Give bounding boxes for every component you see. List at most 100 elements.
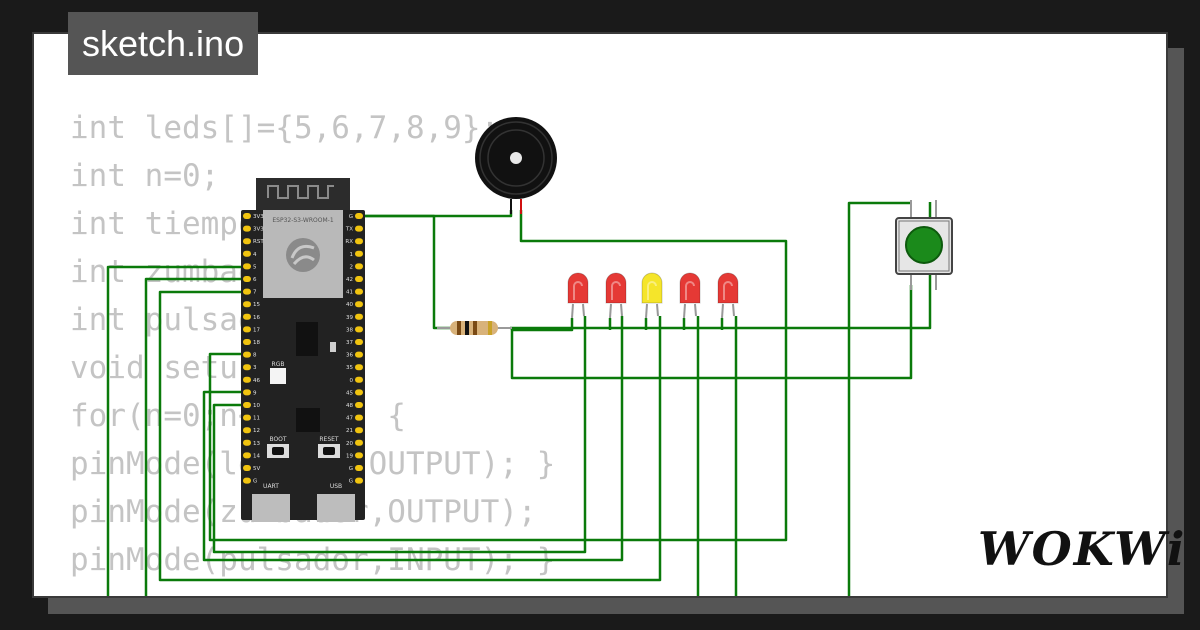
board-pin <box>355 351 363 358</box>
pin-label: 19 <box>346 453 353 459</box>
board-pin <box>355 326 363 333</box>
led[interactable] <box>605 272 627 319</box>
pin-label: 48 <box>346 403 353 409</box>
pin-label: 17 <box>253 327 260 333</box>
pin-label: 42 <box>346 277 353 283</box>
board-pin <box>355 414 363 421</box>
buzzer[interactable] <box>475 117 557 214</box>
board-pin <box>243 301 251 308</box>
wire <box>212 316 587 554</box>
resistor[interactable] <box>437 321 512 335</box>
board-pin <box>355 477 363 484</box>
project-card: int leds[]={5,6,7,8,9}; int n=0; int tiemp… <box>32 32 1168 598</box>
board-pin <box>355 339 363 345</box>
board-pin <box>355 376 363 383</box>
board-pin <box>243 313 251 320</box>
pin-label: 37 <box>346 340 353 346</box>
board-pin <box>355 313 363 320</box>
board-pin <box>243 238 251 245</box>
pin-label: 20 <box>346 441 353 447</box>
pin-label: 4 <box>253 252 257 258</box>
led[interactable] <box>679 272 701 319</box>
wire <box>144 277 247 596</box>
esp32-s3-board[interactable]: ESP32-S3-WROOM-1 RGB BOOT RESET UART USB… <box>241 178 365 522</box>
pin-label: 16 <box>253 315 260 321</box>
pin-label: 40 <box>346 302 353 308</box>
pin-label: 0 <box>350 378 354 384</box>
board-pin <box>243 326 251 333</box>
pushbutton[interactable] <box>895 200 953 290</box>
pin-label: 2 <box>350 264 354 270</box>
board-pin <box>355 301 363 308</box>
pin-label: RST <box>253 239 264 245</box>
board-pin <box>243 288 251 295</box>
wire <box>158 290 662 582</box>
wire <box>106 265 247 596</box>
uart-label: UART <box>263 483 279 490</box>
pin-label: 1 <box>350 252 354 258</box>
board-pin <box>355 213 363 219</box>
reset-label: RESET <box>319 436 339 443</box>
pin-label: 14 <box>253 453 260 459</box>
pin-label: 18 <box>253 340 260 346</box>
board-pin <box>243 414 251 421</box>
pin-label: TX <box>345 227 353 233</box>
pin-label: G <box>349 479 353 485</box>
pin-label: 41 <box>346 290 353 296</box>
wire <box>510 285 913 380</box>
board-pins: 3V33V3RST4567151617188346910111213145VGG… <box>243 213 363 485</box>
pin-label: G <box>253 479 257 485</box>
code-line: int tiempo <box>70 206 257 242</box>
rgb-label: RGB <box>272 361 285 368</box>
pin-label: 47 <box>346 416 353 422</box>
led[interactable] <box>567 272 589 319</box>
pin-label: 21 <box>346 428 353 434</box>
pin-label: 10 <box>253 403 260 409</box>
uart-port <box>252 494 290 522</box>
pin-label: 7 <box>253 290 257 296</box>
wire <box>512 318 574 332</box>
wires <box>106 201 932 596</box>
pin-label: 3 <box>253 365 257 371</box>
code-line: int leds[]={5,6,7,8,9}; <box>70 110 500 146</box>
board-pin <box>243 389 251 396</box>
pin-label: 5 <box>253 264 257 270</box>
led[interactable] <box>641 272 663 319</box>
led[interactable] <box>717 272 739 319</box>
wire <box>360 210 513 218</box>
board-pin <box>243 351 251 358</box>
board-pin <box>243 376 251 383</box>
pin-label: 39 <box>346 315 353 321</box>
board-pin <box>355 225 363 232</box>
code-line: int n=0; <box>70 158 220 194</box>
board-pin <box>355 402 363 408</box>
pin-label: 9 <box>253 390 257 396</box>
board-pin <box>355 389 363 396</box>
pin-label: G <box>349 214 353 220</box>
board-pin <box>355 452 363 459</box>
board-pin <box>243 213 251 219</box>
pin-label: 11 <box>253 416 260 422</box>
wire <box>847 201 911 596</box>
file-tab[interactable]: sketch.ino <box>68 12 259 75</box>
board-pin <box>355 364 363 371</box>
board-pin <box>243 439 251 446</box>
boot-label: BOOT <box>269 436 286 443</box>
pin-label: RX <box>345 239 353 245</box>
pin-label: 8 <box>253 353 257 359</box>
wire <box>202 316 624 562</box>
board-pin <box>355 439 363 446</box>
pin-label: 35 <box>346 365 353 371</box>
board-pin <box>355 427 363 434</box>
pin-label: 3V3 <box>253 227 264 233</box>
board-pin <box>243 427 251 434</box>
rgb-led <box>270 368 286 384</box>
board-pin <box>355 276 363 282</box>
pin-label: 3V3 <box>253 214 264 220</box>
pin-label: G <box>349 466 353 472</box>
pin-label: 46 <box>253 378 260 384</box>
board-pin <box>355 288 363 295</box>
led-group <box>567 272 739 319</box>
board-pin <box>243 263 251 270</box>
